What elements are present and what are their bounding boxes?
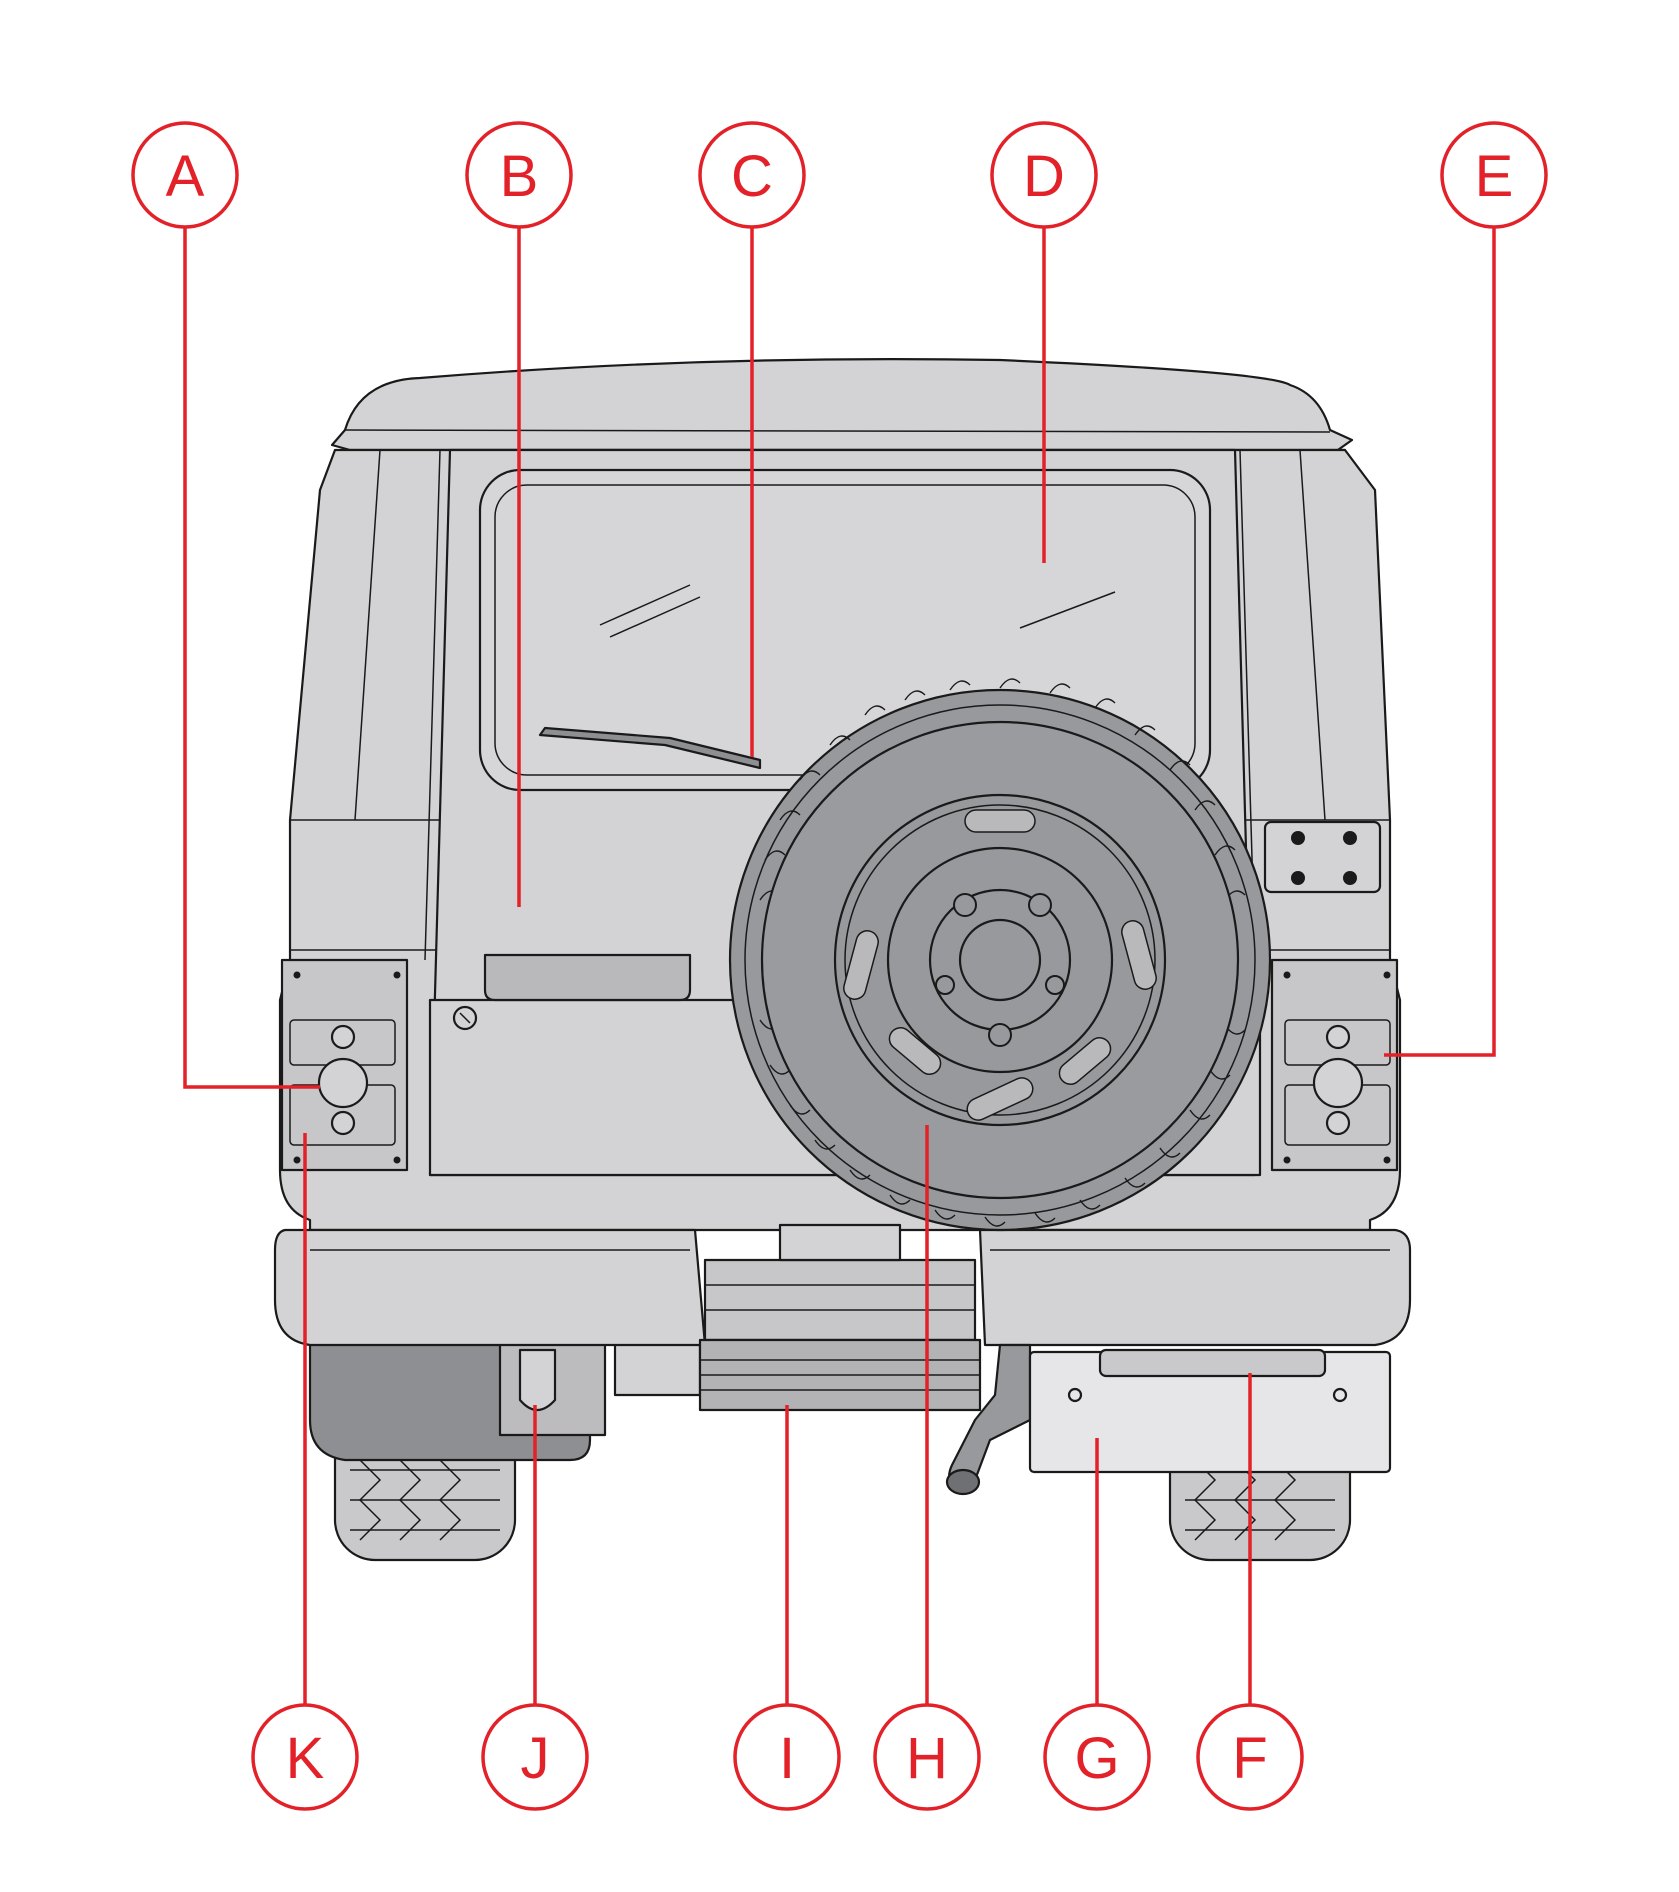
- roof: [330, 358, 1354, 454]
- callout-f: F: [1196, 1703, 1304, 1811]
- callout-i-label: I: [779, 1726, 795, 1791]
- spare-wheel: [728, 678, 1272, 1232]
- callout-d: D: [990, 121, 1098, 229]
- tail-lamp-left: [280, 958, 409, 1172]
- leader-lines: [183, 227, 1496, 1705]
- callout-h: H: [873, 1703, 981, 1811]
- callout-f-label: F: [1232, 1726, 1267, 1791]
- callout-k-label: K: [286, 1726, 325, 1791]
- callout-d-label: D: [1023, 144, 1065, 209]
- callout-e-label: E: [1475, 144, 1514, 209]
- tailgate-lock: [452, 1005, 478, 1031]
- callout-h-label: H: [906, 1726, 948, 1791]
- callout-j: J: [481, 1703, 589, 1811]
- rear-bumper: [273, 1228, 1412, 1347]
- callout-c: C: [698, 121, 806, 229]
- tail-lamp-right: [1270, 958, 1399, 1172]
- tailgate-handle: [483, 953, 692, 1002]
- rear-wiper: [538, 726, 762, 770]
- callout-e: E: [1440, 121, 1548, 229]
- callout-g: G: [1043, 1703, 1151, 1811]
- callout-g-label: G: [1074, 1726, 1119, 1791]
- licence-plate-lamp: [1098, 1348, 1327, 1378]
- rear-step: [698, 1223, 982, 1412]
- tow-hook: [945, 1343, 1032, 1496]
- callout-j-label: J: [521, 1726, 550, 1791]
- callout-c-label: C: [731, 144, 773, 209]
- hinge-plate: [1263, 820, 1382, 894]
- callout-k: K: [251, 1703, 359, 1811]
- callout-i: I: [733, 1703, 841, 1811]
- callout-b-label: B: [500, 144, 539, 209]
- callout-a: A: [131, 121, 239, 229]
- leader-e: [1384, 227, 1496, 1057]
- fuel-tank-underbody: [498, 1333, 702, 1437]
- leader-a: [183, 227, 320, 1089]
- callout-a-label: A: [166, 144, 205, 209]
- callout-b: B: [465, 121, 573, 229]
